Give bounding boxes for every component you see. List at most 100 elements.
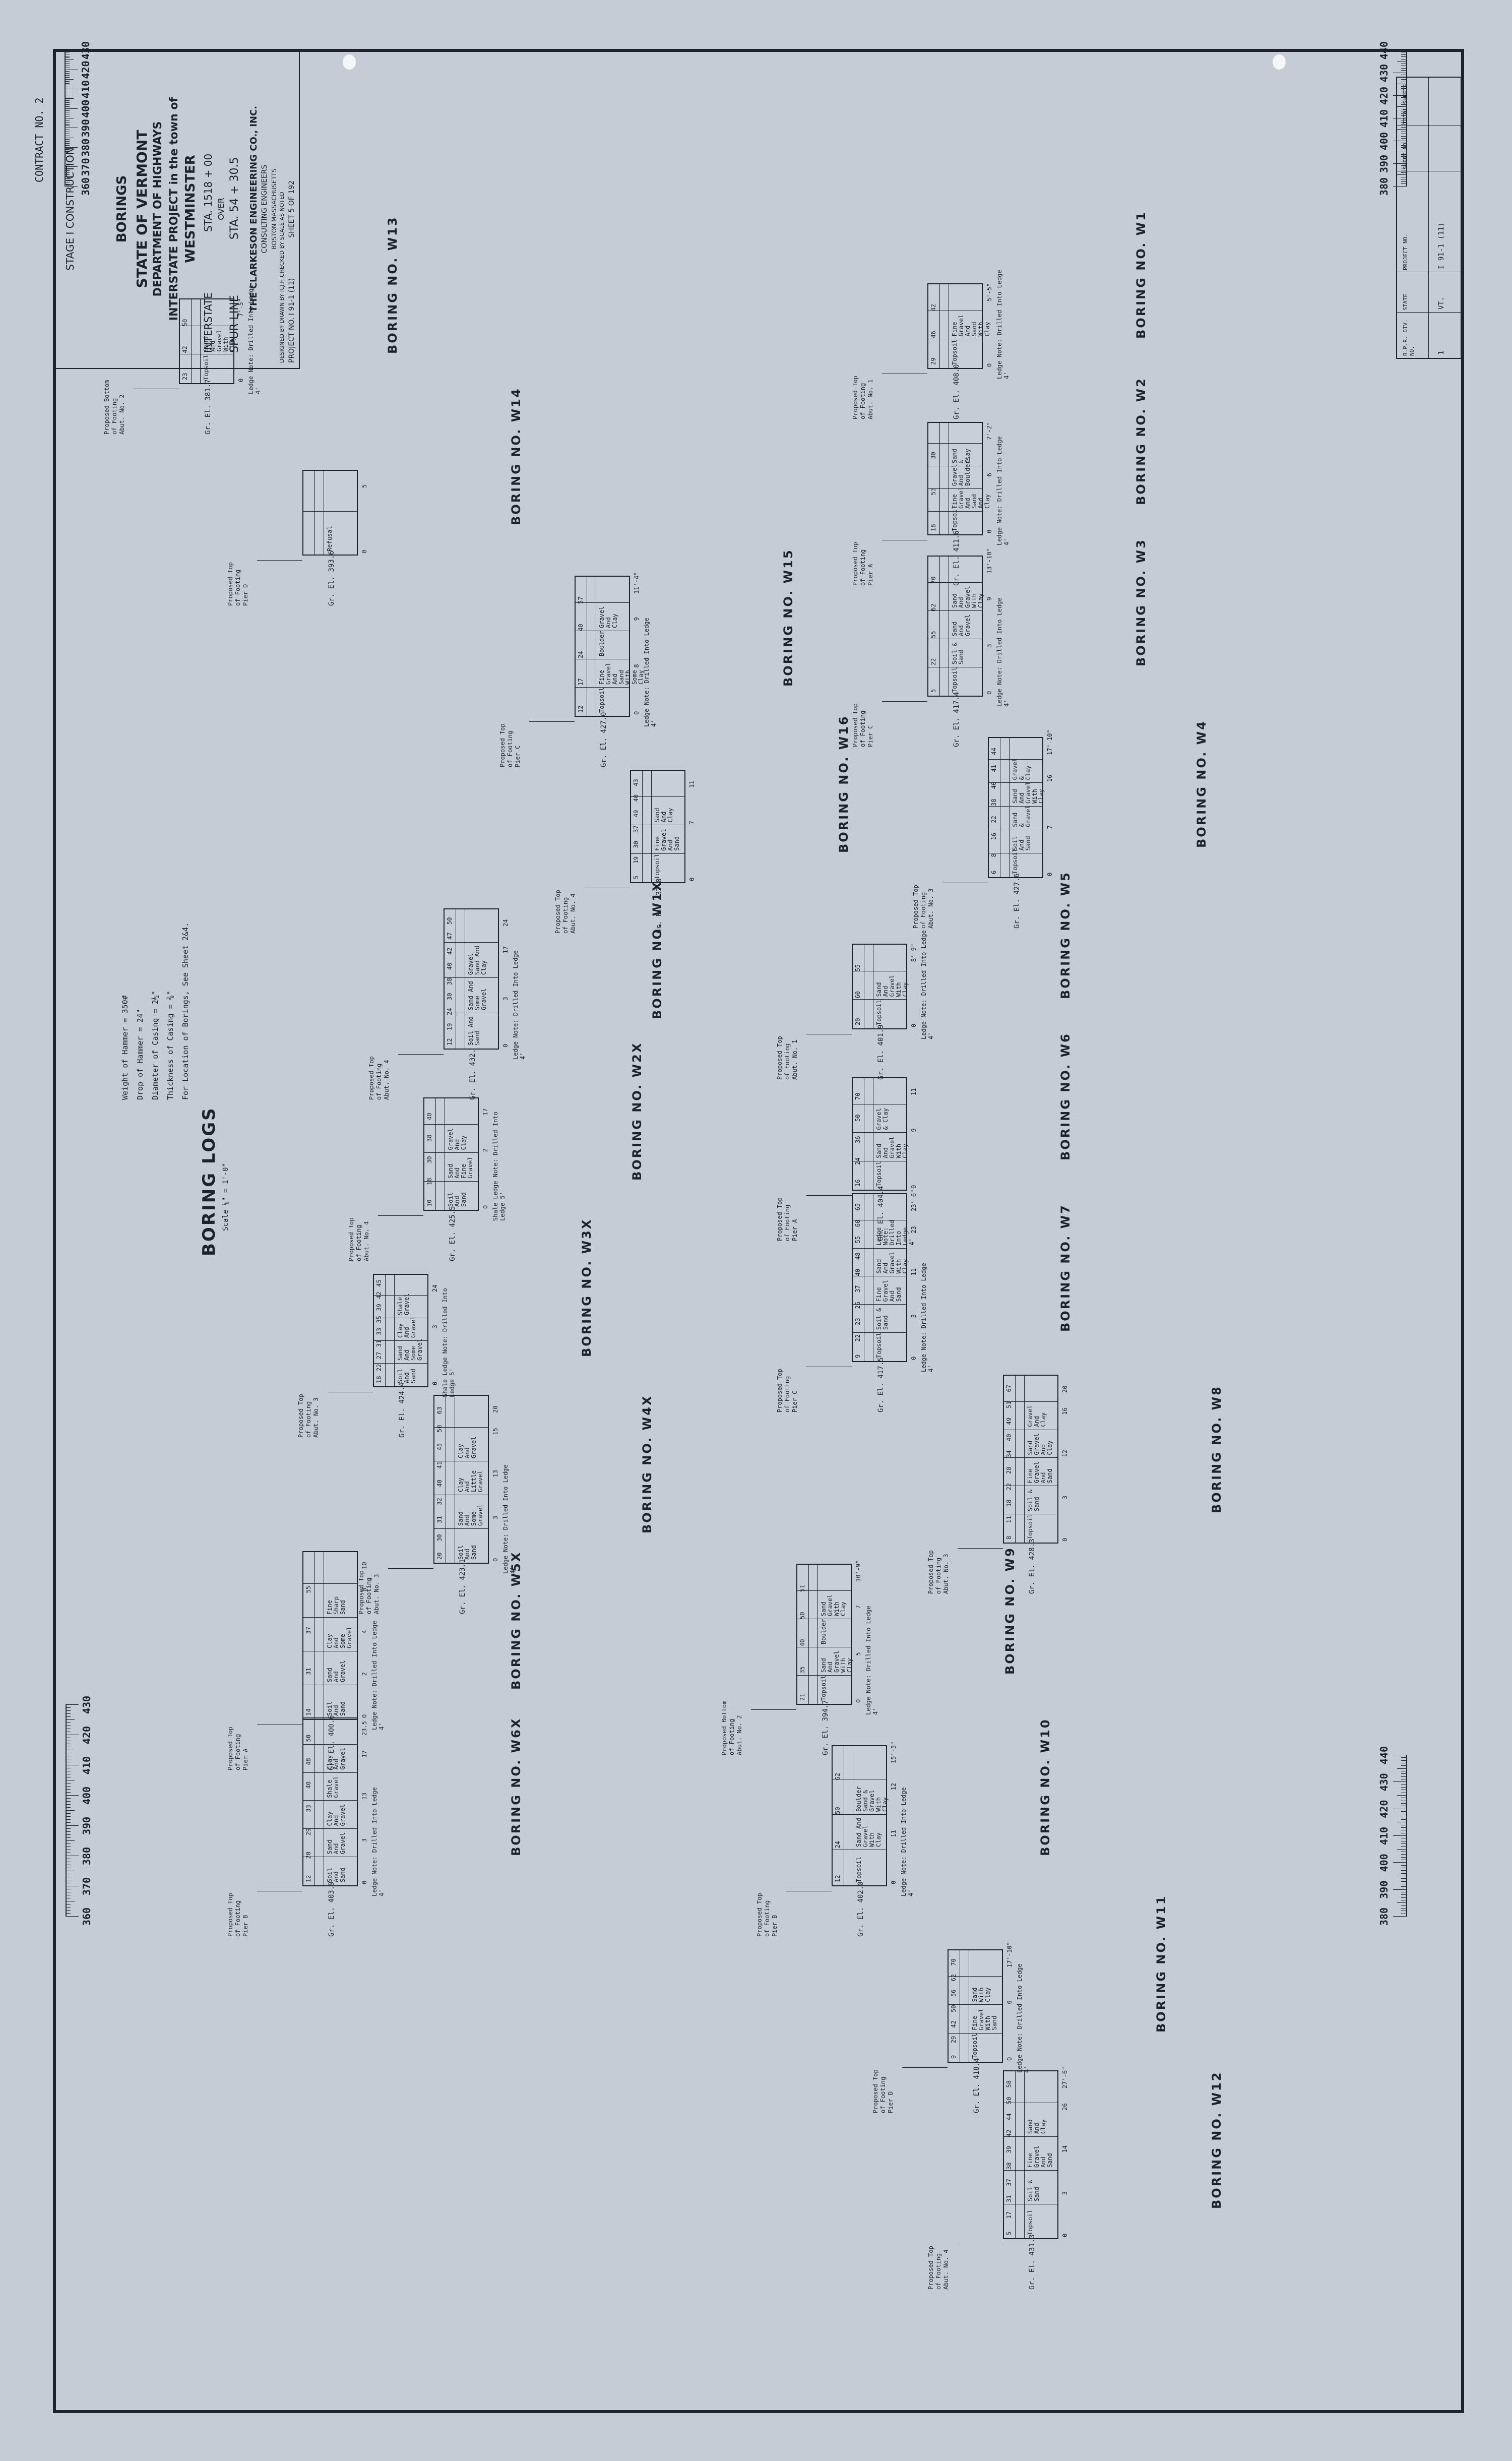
footing-leader — [257, 560, 302, 561]
scale-number: 430 — [1378, 1773, 1390, 1792]
scale-number: 400 — [81, 1786, 93, 1805]
scale-tick — [1401, 1881, 1406, 1882]
blow-count: 50 — [950, 2005, 957, 2012]
footing-label: Proposed Bottom — [721, 1700, 728, 1755]
blow-count: 30 — [446, 993, 453, 1000]
footing-label: Abut. No. 2 — [118, 394, 125, 435]
boring-name: BORING NO. W11 — [1154, 1894, 1168, 2033]
corner-divider — [1428, 78, 1429, 358]
corner-value: VT. — [1437, 296, 1445, 310]
depth-mark: 5 — [361, 484, 368, 488]
soil-description: Sand And Gravel With Clay — [875, 974, 909, 997]
soil-description: Boulder — [598, 631, 605, 656]
soil-description: Clay And Gravel — [326, 1748, 346, 1770]
soil-description: Gravel And Clay — [1027, 1405, 1047, 1427]
scale-tick — [66, 1789, 71, 1790]
footing-label: of Footing — [234, 1734, 241, 1770]
scale-number: 390 — [81, 1816, 93, 1835]
depth-mark: 20 — [1061, 1385, 1068, 1393]
scale-number: 390 — [1378, 1880, 1390, 1899]
footing-label: of Footing — [784, 1204, 791, 1241]
blow-count-strip — [1015, 1376, 1016, 1543]
rock-note: Ledge Note: Drilled Into Ledge 4' — [920, 930, 934, 1039]
scale-tick — [1397, 1795, 1406, 1796]
scale-tick — [1401, 68, 1406, 69]
scale-tick — [66, 1910, 71, 1911]
blow-count: 42 — [1005, 2129, 1013, 2137]
blow-count-strip — [817, 1565, 818, 1704]
blow-count: 51 — [1005, 1401, 1013, 1408]
scale-tick — [1397, 61, 1406, 62]
scale-tick — [1401, 1776, 1406, 1777]
soil-description: Soil And Sand — [457, 1545, 477, 1560]
depth-mark: 17 — [482, 1108, 489, 1116]
boring-logs-heading: BORING LOGS — [199, 1106, 219, 1256]
rock-note: Ledge Note: Drilled Into Ledge 4' — [1016, 1963, 1030, 2073]
scale-tick — [1401, 1760, 1406, 1761]
blow-count: 22 — [1005, 1483, 1013, 1491]
scale-tick — [1393, 1781, 1406, 1782]
depth-mark: 0 — [688, 877, 696, 881]
blow-count: 40 — [426, 1113, 433, 1120]
soil-description: Sand And Gravel With Clay — [855, 1818, 882, 1847]
soil-description: Gravel Sand And Clay — [467, 946, 487, 975]
scale-tick — [66, 1786, 71, 1787]
soil-description: Fine Gravel And Sand — [1027, 1461, 1053, 1484]
scale-tick — [1401, 1873, 1406, 1874]
depth-mark: 12 — [890, 1782, 897, 1791]
blow-count: 32 — [436, 1498, 443, 1505]
footing-leader — [958, 1548, 1003, 1549]
footing-label: Abut. No. 4 — [570, 893, 577, 934]
depth-mark: 16 — [1061, 1407, 1068, 1415]
scale-number: 380 — [81, 1847, 93, 1866]
scale-tick — [66, 1819, 71, 1820]
blow-count: 48 — [854, 1252, 861, 1260]
stratum-boundary — [853, 1276, 906, 1277]
boring-name: BORING NO. W3 — [1134, 538, 1148, 666]
blow-count: 51 — [799, 1584, 806, 1592]
soil-description: Fine Gravel And Sand — [1027, 2145, 1053, 2168]
blow-count: 27 — [375, 1351, 383, 1360]
contract-number: CONTRACT NO. 2 — [33, 97, 45, 182]
boring-name: BORING NO. W12 — [1210, 2071, 1224, 2209]
soil-description: Topsoil — [1012, 848, 1019, 874]
blow-count: 48 — [305, 1758, 312, 1765]
depth-mark: 0 — [1046, 872, 1053, 876]
soil-description: Sand With Clay — [971, 1987, 991, 2002]
depth-mark: 11 — [688, 780, 696, 788]
depth-mark: 8'-9" — [910, 943, 917, 962]
depth-mark: 0 — [492, 1558, 499, 1562]
blow-count: 17 — [577, 678, 584, 686]
soil-description: Sand And Clay — [1027, 2119, 1047, 2134]
stage-label: STAGE I CONSTRUCTION — [64, 147, 76, 271]
soil-description: Shale Gravel — [397, 1293, 410, 1315]
soil-description: Topsoil — [598, 687, 605, 713]
blow-count: 50 — [799, 1612, 806, 1619]
blow-count: 18 — [426, 1178, 433, 1185]
depth-mark: 13 — [361, 1793, 368, 1800]
scale-number: 430 — [81, 1695, 93, 1714]
title-block: STAGE I CONSTRUCTION BORINGS STATE OF VE… — [53, 49, 300, 369]
blow-count: 29 — [930, 357, 937, 365]
scale-number: 410 — [1378, 109, 1390, 128]
blow-count: 20 — [854, 1018, 861, 1025]
blow-count: 18 — [930, 524, 937, 531]
footing-label: Proposed Top — [227, 1727, 234, 1770]
soil-description: Topsoil — [875, 1161, 883, 1187]
depth-mark: 7 — [855, 1605, 862, 1609]
blow-count: 41 — [990, 765, 997, 772]
footing-label: Proposed Top — [348, 1217, 355, 1261]
scale-tick — [1401, 1870, 1406, 1871]
depth-mark: 0 — [986, 529, 993, 533]
footing-label: Pier D — [242, 584, 249, 606]
depth-mark: 11 — [910, 1088, 917, 1095]
blow-count: 60 — [854, 991, 861, 999]
depth-mark: 2 — [482, 1148, 489, 1152]
depth-mark: 5'-5" — [986, 283, 993, 301]
depth-mark: 9 — [986, 597, 993, 601]
blow-count: 65 — [854, 1203, 861, 1211]
soil-description: Soil & Sand — [1027, 1489, 1040, 1512]
